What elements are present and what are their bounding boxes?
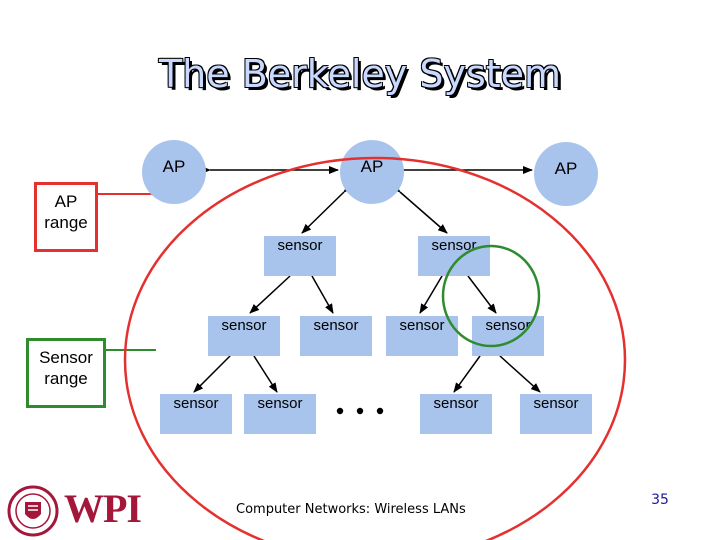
- tree-link: [304, 266, 334, 314]
- sensor-node: sensor: [208, 316, 280, 356]
- tree-link: [390, 183, 448, 234]
- ap-node: AP: [534, 142, 598, 206]
- page-number: 35: [651, 492, 669, 508]
- sensor-node: sensor: [520, 394, 592, 434]
- ap-label: AP: [360, 157, 384, 176]
- ap-node: AP: [340, 140, 404, 204]
- sensor-label: sensor: [533, 395, 579, 412]
- ap-label: AP: [162, 157, 186, 176]
- sensor-node: sensor: [386, 316, 458, 356]
- sensor-label: sensor: [433, 395, 479, 412]
- tree-link: [245, 346, 278, 393]
- sensor-label: sensor: [313, 317, 359, 334]
- footer-text: Computer Networks: Wireless LANs: [236, 502, 466, 517]
- tree-link: [453, 346, 489, 393]
- ap-label: AP: [554, 159, 578, 178]
- tree-link: [490, 347, 541, 393]
- sensor-label: sensor: [485, 317, 531, 334]
- wpi-seal-logo: [7, 485, 59, 537]
- sensor-label: sensor: [221, 317, 267, 334]
- sensor-node: sensor: [264, 236, 336, 276]
- sensor-label: sensor: [257, 395, 303, 412]
- ellipsis-dot: [336, 407, 344, 415]
- sensor-node: sensor: [418, 236, 490, 276]
- tree-link: [193, 346, 240, 393]
- sensor-label: sensor: [399, 317, 445, 334]
- sensor-node: sensor: [160, 394, 232, 434]
- tree-link: [419, 266, 451, 314]
- sensor-node: sensor: [472, 316, 544, 356]
- sensor-label: sensor: [431, 237, 477, 254]
- sensor-label: sensor: [173, 395, 219, 412]
- sensor-node: sensor: [300, 316, 372, 356]
- tree-link: [249, 266, 300, 314]
- ap-node: AP: [142, 140, 206, 204]
- tree-link: [459, 266, 497, 314]
- ellipsis-dot: [356, 407, 364, 415]
- sensor-label: sensor: [277, 237, 323, 254]
- page-title: The Berkeley System: [158, 52, 562, 96]
- wpi-logo-text: WPI: [64, 486, 142, 531]
- sensor-node: sensor: [420, 394, 492, 434]
- sensor-node: sensor: [244, 394, 316, 434]
- ellipsis-dot: [376, 407, 384, 415]
- tree-link: [301, 182, 354, 234]
